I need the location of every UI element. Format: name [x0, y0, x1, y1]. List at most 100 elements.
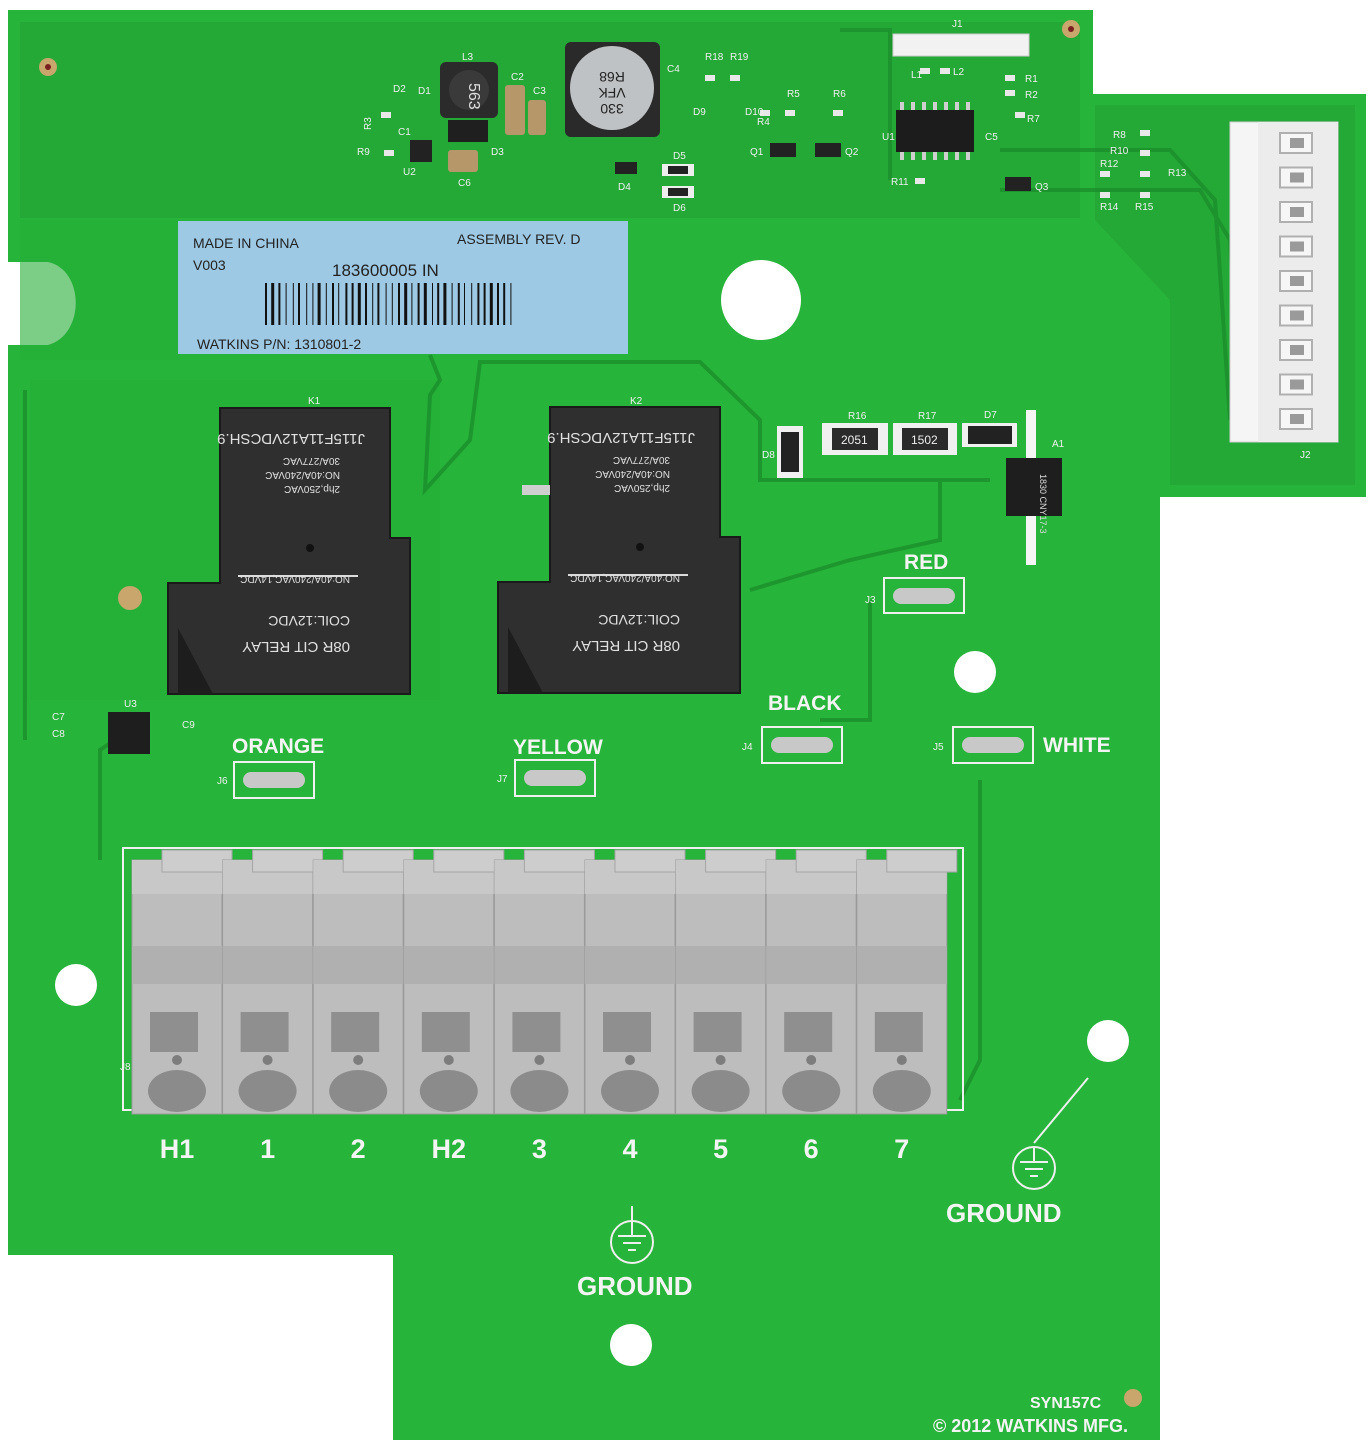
ref-C8: C8: [52, 729, 65, 740]
mid-components: D8 2051 R16 1502 R17 D7 1830 CNY17-3 A1 …: [52, 410, 1065, 754]
barcode-bar: [351, 283, 354, 325]
barcode-bar: [325, 283, 327, 325]
connector-j2-pin-contact: [1290, 310, 1304, 321]
label-serial: 183600005 IN: [332, 261, 439, 280]
barcode-bar: [285, 283, 287, 325]
capacitor-line3: R68: [599, 69, 625, 85]
ref-U2: U2: [403, 167, 416, 178]
relay-k1-line2: COIL:12VDC: [268, 613, 350, 629]
barcode-bar: [271, 283, 275, 325]
ref-D4: D4: [618, 182, 631, 193]
barcode-bar: [345, 283, 348, 325]
terminal[interactable]: [493, 849, 595, 1115]
barcode-bar: [432, 283, 433, 325]
barcode-bar: [278, 283, 281, 325]
barcode-bar: [377, 283, 380, 325]
terminal-label: 4: [622, 1134, 637, 1164]
barcode-bar: [451, 283, 453, 325]
barcode-bar: [312, 283, 314, 325]
ground-pour: [20, 220, 180, 360]
relay-k2-line3: NO:40A/240VAC,14VDC: [570, 572, 680, 583]
terminal-label: 2: [351, 1134, 366, 1164]
barcode-bar: [398, 283, 400, 325]
ref-C6: C6: [458, 178, 471, 189]
relay-k2-line5: NO:40A/240VAC: [595, 468, 670, 479]
ref-C7: C7: [52, 712, 65, 723]
connector-j2-pin-contact: [1290, 345, 1304, 355]
ref-R3: R3: [363, 117, 374, 130]
terminal[interactable]: [131, 849, 233, 1115]
ref-R7: R7: [1027, 114, 1040, 125]
mounting-holes: [55, 260, 1129, 1366]
ref-C2: C2: [511, 72, 524, 83]
ref-C9: C9: [182, 720, 195, 731]
barcode-bar: [443, 283, 447, 325]
resistor-r17-ref: R17: [918, 411, 937, 422]
ref-C1: C1: [398, 127, 411, 138]
terminal[interactable]: [403, 849, 505, 1115]
relay-k1-line6: 30A/277VAC: [283, 455, 340, 466]
barcode-bar: [298, 283, 300, 325]
terminal[interactable]: [675, 849, 777, 1115]
label-version: V003: [193, 257, 226, 273]
jumper-j4-ref: J4: [742, 742, 753, 753]
terminal[interactable]: [856, 849, 958, 1115]
ref-R2: R2: [1025, 90, 1038, 101]
top-smd-area: 563 L3 330 VFK R68 C4 J1: [357, 19, 1187, 214]
barcode-bar: [292, 283, 294, 325]
footer-copyright: © 2012 WATKINS MFG.: [933, 1416, 1128, 1436]
connector-j2-pin-contact: [1290, 241, 1304, 252]
barcode-bar: [365, 283, 367, 325]
ref-U1: U1: [882, 132, 895, 143]
ref-D7: D7: [984, 410, 997, 421]
relay-k2-line6: 30A/277VAC: [613, 454, 670, 465]
jumper-j3: J3 RED: [865, 551, 965, 614]
barcode-bar: [417, 283, 420, 325]
jumper-j5: J5 WHITE: [933, 726, 1111, 764]
via-centers: [45, 26, 1074, 70]
connector-j2-pin-contact: [1290, 276, 1304, 286]
barcode-bar: [437, 283, 440, 325]
resistor-r16-ref: R16: [848, 411, 867, 422]
terminal-block-ref: J8: [120, 1062, 131, 1073]
label-made-in: MADE IN CHINA: [193, 235, 299, 251]
resistor-r16-value: 2051: [841, 433, 868, 447]
terminal-label: 1: [260, 1134, 275, 1164]
capacitor-line1: 330: [600, 101, 624, 117]
ref-R6: R6: [833, 89, 846, 100]
ref-C3: C3: [533, 86, 546, 97]
barcode-bar: [385, 283, 387, 325]
terminal[interactable]: [312, 849, 414, 1115]
label-assembly: ASSEMBLY REV. D: [457, 231, 580, 247]
ref-R15: R15: [1135, 202, 1154, 213]
barcode-bar: [477, 283, 480, 325]
relay-k1: 08R CIT RELAY COIL:12VDC NO:40A/240VAC,1…: [167, 396, 411, 695]
barcode-bar: [372, 283, 374, 325]
ref-D2: D2: [393, 84, 406, 95]
terminal[interactable]: [584, 849, 686, 1115]
optocoupler-value: 1830 CNY17-3: [1038, 474, 1048, 534]
barcode-bar: [457, 283, 460, 325]
ground-label-bottom: GROUND: [577, 1271, 693, 1301]
connector-j2-pin-contact: [1290, 207, 1304, 217]
barcode-bar: [423, 283, 427, 325]
barcode-bar: [357, 283, 361, 325]
ref-Q2: Q2: [845, 147, 859, 158]
ref-R18: R18: [705, 52, 724, 63]
vias: [39, 20, 1142, 1407]
terminal[interactable]: [765, 849, 867, 1115]
barcode: [265, 283, 512, 325]
connector-j2: J2: [1229, 121, 1339, 461]
connector-j2-ref: J2: [1300, 450, 1311, 461]
jumper-j6-label: ORANGE: [232, 735, 324, 758]
relay-k2-line4: 2hp,250VAC: [614, 482, 670, 493]
terminal-label: 6: [804, 1134, 819, 1164]
barcode-bar: [489, 283, 493, 325]
terminal[interactable]: [222, 849, 324, 1115]
barcode-bar: [497, 283, 499, 325]
ref-R13: R13: [1168, 168, 1187, 179]
ref-D6: D6: [673, 203, 686, 214]
optocoupler-ref: A1: [1052, 439, 1065, 450]
ref-U3: U3: [124, 699, 137, 710]
